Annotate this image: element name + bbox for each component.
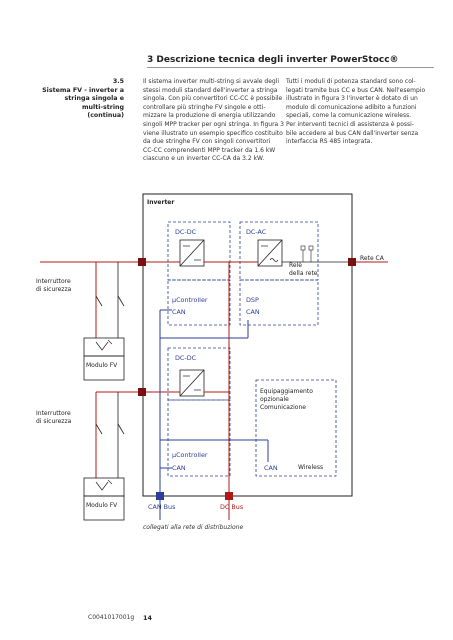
body-column-2: Tutti i moduli di potenza standard sono … (286, 78, 436, 147)
body-line: Per interventi tecnici di assistenza è p… (286, 120, 414, 128)
side-heading-line: 3.5 (112, 78, 124, 85)
body-line: ciascuno e un inverter CC-CA da 3.2 kW. (143, 155, 265, 163)
rele-label: Relè (289, 262, 302, 269)
dc-bus-label: DC Bus (220, 503, 244, 511)
wireless-label: Wireless (298, 464, 324, 471)
bottom-note: collegati alla rete di distribuzione (143, 524, 244, 531)
can-label-1: CAN (172, 308, 186, 316)
dcdc-symbol-2 (179, 369, 205, 397)
side-heading-line: stringa singola e (64, 95, 124, 103)
side-heading-line: (continua) (87, 112, 124, 120)
can-label-2: CAN (246, 308, 260, 316)
body-line: legati tramite bus CC e bus CAN. Nell'es… (286, 86, 426, 94)
body-line: stessi moduli standard dell'inverter a s… (143, 86, 278, 94)
dcac-block (239, 221, 319, 281)
interruttore-label-1: Interruttore (36, 278, 71, 285)
inverter-box (142, 193, 353, 497)
interruttore-label-1b: di sicurezza (36, 286, 72, 293)
pv-icon (95, 341, 109, 351)
connector (138, 388, 146, 396)
equip-label-3: Comunicazione (260, 404, 306, 411)
pv-module-label-1: Modulo FV (86, 362, 118, 369)
page-number: 14 (143, 614, 152, 622)
rele-label-2: della rete (289, 270, 318, 277)
interruttore-label-2b: di sicurezza (36, 418, 72, 425)
ucontroller-block-2 (167, 399, 231, 477)
document-code: C0041017001g (88, 614, 135, 621)
dcdc-label-2: DC-DC (175, 354, 197, 362)
inverter-label: Inverter (147, 199, 175, 206)
can-label-3: CAN (172, 464, 186, 472)
ucontroller-label-1: µController (172, 296, 208, 304)
comm-block (255, 379, 337, 477)
dcac-symbol (257, 239, 283, 267)
connector (348, 258, 356, 266)
connector (225, 492, 233, 500)
dcdc-label-1: DC-DC (175, 228, 197, 236)
body-column-1: Il sistema inverter multi-string si avva… (143, 78, 284, 164)
pv-icon (95, 481, 109, 491)
body-line: illustrato in figura 3 l'inverter è dota… (286, 95, 418, 103)
body-line: speciali, come la comunicazione wireless… (286, 112, 412, 120)
rete-ca-label: Rete CA (360, 255, 384, 262)
can-bus-label: CAN Bus (148, 503, 176, 511)
body-line: controllare più stringhe FV singole e ot… (143, 103, 266, 111)
equip-label-2: opzionale (260, 396, 289, 403)
switch-icon (95, 423, 103, 435)
dcac-label: DC-AC (246, 228, 267, 236)
can-label-4: CAN (264, 464, 278, 472)
ucontroller-block-1 (167, 279, 231, 326)
dsp-label: DSP (246, 296, 259, 304)
relay-icon (300, 245, 306, 251)
body-line: viene illustrato un esempio specifico co… (143, 129, 283, 137)
body-line: interfaccia RS 485 integrata. (286, 138, 373, 146)
body-line: modulo di comunicazione adibito a funzio… (286, 103, 417, 111)
side-heading-line: multi-string (82, 103, 124, 111)
body-line: singoli MPP tracker per ogni stringa. In… (143, 120, 284, 128)
body-line: CC-CC comprendenti MPP tracker da 1.6 kW (143, 146, 276, 154)
body-line: Tutti i moduli di potenza standard sono … (286, 78, 416, 85)
body-line: singola. Con più convertitori CC-CC è po… (143, 95, 283, 103)
body-line: bile accedere al bus CAN dall'inverter s… (286, 129, 419, 137)
section-side-heading: 3.5 Sistema FV - inverter a stringa sing… (20, 78, 124, 121)
connector (138, 258, 146, 266)
body-line: mizzare la produzione di energia utilizz… (143, 112, 276, 120)
interruttore-label-2: Interruttore (36, 410, 71, 417)
side-heading-line: Sistema FV - inverter a (42, 86, 124, 94)
dsp-block (239, 279, 319, 326)
ucontroller-label-2: µController (172, 451, 208, 459)
page-title: 3 Descrizione tecnica degli inverter Pow… (147, 55, 399, 65)
dcdc-symbol-1 (179, 239, 205, 267)
switch-icon (95, 295, 103, 307)
pv-module-label-2: Modulo FV (86, 502, 118, 509)
body-line: Il sistema inverter multi-string si avva… (143, 78, 280, 85)
equip-label: Equipaggiamento (260, 388, 313, 395)
body-line: da due stringhe FV con singoli convertit… (143, 138, 271, 146)
header-rule (147, 67, 434, 68)
connector (156, 492, 164, 500)
